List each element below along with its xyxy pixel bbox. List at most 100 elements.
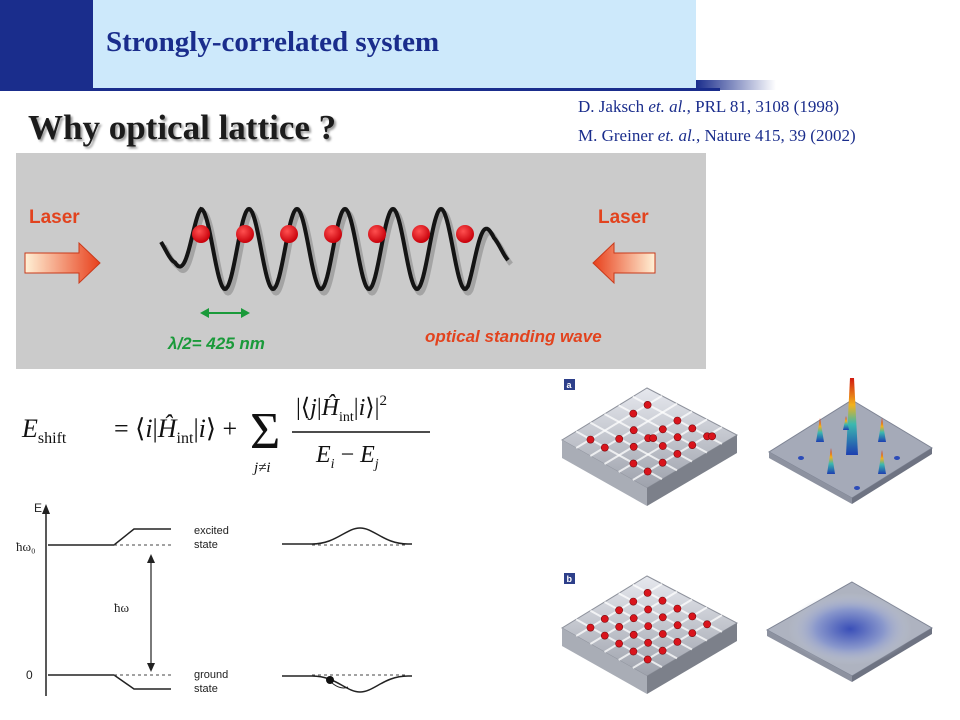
panel-b-badge <box>564 573 575 584</box>
lattice-atom <box>643 588 652 597</box>
lattice-atom <box>688 612 697 621</box>
lattice-atom <box>644 622 653 630</box>
lattice-atom <box>629 630 638 639</box>
lattice-atoms-a <box>586 401 716 476</box>
equation-sum-index: j≠i <box>252 460 271 476</box>
lattice-atom <box>629 409 638 418</box>
ground-level-label: 0 <box>26 668 33 682</box>
lattice-atom <box>688 629 697 637</box>
interference-peaks-plot <box>768 378 933 504</box>
lattice-atom <box>673 637 682 646</box>
spacing-arrow-head-right <box>241 308 250 318</box>
ground-potential-curve <box>282 675 412 693</box>
lattice-atom <box>658 613 667 622</box>
lattice-atom <box>703 620 711 629</box>
lattice-atom <box>658 596 667 605</box>
lattice-atom <box>629 597 638 606</box>
excited-state-label-1: excited <box>194 525 229 537</box>
side-peak-5 <box>843 416 849 430</box>
lattice-atom <box>629 614 638 623</box>
slide-title: Why optical lattice ? <box>28 108 337 147</box>
lattice-atom <box>643 401 652 409</box>
panel-a-label: a <box>567 380 573 390</box>
atom <box>192 225 210 243</box>
energy-shift-equation: Eshift = ⟨i|Ĥint|i⟩ + Σ j≠i |⟨j|Ĥint|i⟩|… <box>21 393 430 476</box>
spacing-arrow-head-left <box>200 308 209 318</box>
optical-lattice-figure: Laser Laser λ/2= 425 nm optical standing… <box>16 153 706 369</box>
header-underline <box>0 88 720 91</box>
lattice-atom <box>600 614 609 623</box>
ground-level-line <box>48 674 171 690</box>
lattice-atom <box>629 426 638 435</box>
spacing-label: λ/2= 425 nm <box>167 334 265 353</box>
energy-level-diagram: E ħω₀ 0 ħω excited state ground state <box>16 501 412 696</box>
side-peak-2 <box>878 418 886 442</box>
atom <box>368 225 386 243</box>
side-peak-1 <box>816 418 824 442</box>
laser-right-label: Laser <box>598 207 649 228</box>
lattice-atom <box>673 416 682 425</box>
lattice-surface-b <box>561 575 739 694</box>
laser-arrow-left <box>24 241 101 285</box>
lattice-atom <box>658 425 667 434</box>
lattice-atom <box>615 622 624 631</box>
energy-axis-label: E <box>34 501 42 515</box>
lattice-atom <box>708 432 716 441</box>
header-bar <box>93 0 696 90</box>
lattice-atom <box>615 606 623 615</box>
lattice-atoms-b <box>586 588 711 664</box>
lattice-atom <box>644 638 652 647</box>
atom <box>412 225 430 243</box>
atom-trajectory <box>331 682 349 689</box>
reference-jaksch: D. Jaksch et. al., PRL 81, 3108 (1998) <box>578 97 839 116</box>
trapped-atom <box>326 676 334 684</box>
laser-left-label: Laser <box>29 207 80 228</box>
lattice-atom <box>644 605 652 614</box>
side-peak-3 <box>827 448 835 474</box>
panel-a-badge <box>564 379 575 390</box>
atom <box>456 225 474 243</box>
lattice-atom <box>673 621 682 630</box>
lattice-atom <box>586 623 595 632</box>
excited-potential-curve <box>282 527 412 545</box>
lattice-atom <box>658 442 667 450</box>
lattice-atom <box>615 639 623 648</box>
reference-greiner: M. Greiner et. al., Nature 415, 39 (2002… <box>578 126 856 145</box>
lattice-atom <box>629 459 638 468</box>
header-fade <box>696 80 776 90</box>
central-peak <box>846 378 858 455</box>
atom-cloud <box>788 593 912 665</box>
lattice-atom <box>643 655 652 664</box>
lattice-atom <box>629 442 638 451</box>
lattice-atom <box>615 435 624 443</box>
greiner-panels: a b <box>561 378 933 694</box>
equation-sum-sign: Σ <box>250 403 280 460</box>
atom <box>280 225 298 243</box>
ground-state-label-2: state <box>194 683 218 695</box>
transition-label: ħω <box>114 600 130 615</box>
panel-b-label: b <box>567 574 573 584</box>
excited-level-line <box>48 528 171 546</box>
transition-arrow-head-bottom <box>147 663 155 672</box>
lattice-atom <box>673 450 682 458</box>
diffuse-cloud-plot <box>765 581 933 682</box>
excited-level-label: ħω₀ <box>16 539 36 554</box>
equation-first-term: = ⟨i|Ĥint|i⟩ + <box>114 414 237 447</box>
energy-axis-arrowhead <box>42 504 50 514</box>
standing-wave-label: optical standing wave <box>425 327 602 346</box>
atom <box>236 225 254 243</box>
equation-numerator: |⟨j|Ĥint|i⟩|2 <box>296 393 387 425</box>
atoms-group <box>192 225 474 243</box>
lattice-atom <box>688 441 697 449</box>
atom <box>324 225 342 243</box>
side-peak-4 <box>878 450 886 474</box>
equation-lhs: Eshift <box>21 414 67 447</box>
lattice-atom <box>643 467 652 476</box>
lattice-atom <box>600 631 609 640</box>
lattice-atom <box>586 435 595 444</box>
laser-arrow-right <box>592 241 656 285</box>
lattice-atom <box>673 604 682 613</box>
header-title: Strongly-correlated system <box>106 26 440 58</box>
lattice-atom <box>649 434 658 442</box>
header-accent-block <box>0 0 93 90</box>
